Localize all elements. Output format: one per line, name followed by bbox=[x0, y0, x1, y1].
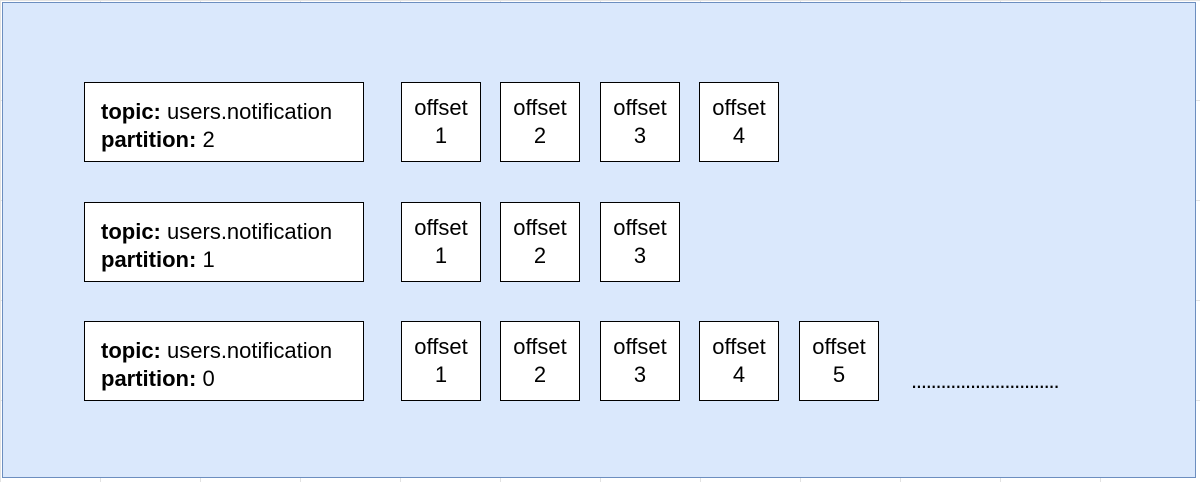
topic-value: users.notification bbox=[167, 338, 333, 363]
offset-number: 3 bbox=[633, 123, 647, 148]
topic-line: topic: users.notification bbox=[101, 98, 363, 126]
offset-box: offset 1 bbox=[401, 202, 481, 282]
offset-box: offset 1 bbox=[401, 321, 481, 401]
partition-value: 1 bbox=[202, 247, 215, 272]
partition-line: partition: 0 bbox=[101, 365, 363, 393]
offset-label: offset bbox=[712, 334, 766, 359]
offset-label: offset bbox=[414, 334, 468, 359]
offset-label: offset bbox=[613, 95, 667, 120]
offset-number: 2 bbox=[533, 243, 547, 268]
topic-label: topic: bbox=[101, 338, 161, 363]
offset-box: offset 1 bbox=[401, 82, 481, 162]
partition-line: partition: 2 bbox=[101, 126, 363, 154]
offset-label: offset bbox=[513, 334, 567, 359]
topic-label: topic: bbox=[101, 99, 161, 124]
offset-label: offset bbox=[613, 215, 667, 240]
offset-number: 3 bbox=[633, 362, 647, 387]
offset-number: 2 bbox=[533, 123, 547, 148]
offset-label: offset bbox=[513, 95, 567, 120]
offset-number: 4 bbox=[732, 362, 746, 387]
offset-number: 5 bbox=[832, 362, 846, 387]
partition-label: partition: bbox=[101, 127, 197, 152]
offset-label: offset bbox=[513, 215, 567, 240]
offset-number: 2 bbox=[533, 362, 547, 387]
offset-label: offset bbox=[812, 334, 866, 359]
offset-number: 1 bbox=[434, 362, 448, 387]
offset-box: offset 2 bbox=[500, 321, 580, 401]
offset-box: offset 2 bbox=[500, 202, 580, 282]
partition-line: partition: 1 bbox=[101, 246, 363, 274]
topic-label: topic: bbox=[101, 219, 161, 244]
offset-label: offset bbox=[613, 334, 667, 359]
offset-box: offset 3 bbox=[600, 321, 680, 401]
offset-box: offset 3 bbox=[600, 82, 680, 162]
offset-label: offset bbox=[712, 95, 766, 120]
topic-line: topic: users.notification bbox=[101, 337, 363, 365]
partition-label: partition: bbox=[101, 247, 197, 272]
offset-number: 3 bbox=[633, 243, 647, 268]
offset-label: offset bbox=[414, 95, 468, 120]
offset-box: offset 4 bbox=[699, 321, 779, 401]
offset-box: offset 4 bbox=[699, 82, 779, 162]
topic-value: users.notification bbox=[167, 99, 333, 124]
partition-value: 0 bbox=[202, 366, 215, 391]
offset-number: 4 bbox=[732, 123, 746, 148]
continuation-ellipsis: .............................. bbox=[911, 368, 1060, 393]
offset-box: offset 3 bbox=[600, 202, 680, 282]
offset-box: offset 5 bbox=[799, 321, 879, 401]
partition-label: partition: bbox=[101, 366, 197, 391]
partition-value: 2 bbox=[202, 127, 215, 152]
offset-number: 1 bbox=[434, 123, 448, 148]
offset-box: offset 2 bbox=[500, 82, 580, 162]
topic-value: users.notification bbox=[167, 219, 333, 244]
offset-label: offset bbox=[414, 215, 468, 240]
offset-number: 1 bbox=[434, 243, 448, 268]
topic-line: topic: users.notification bbox=[101, 218, 363, 246]
